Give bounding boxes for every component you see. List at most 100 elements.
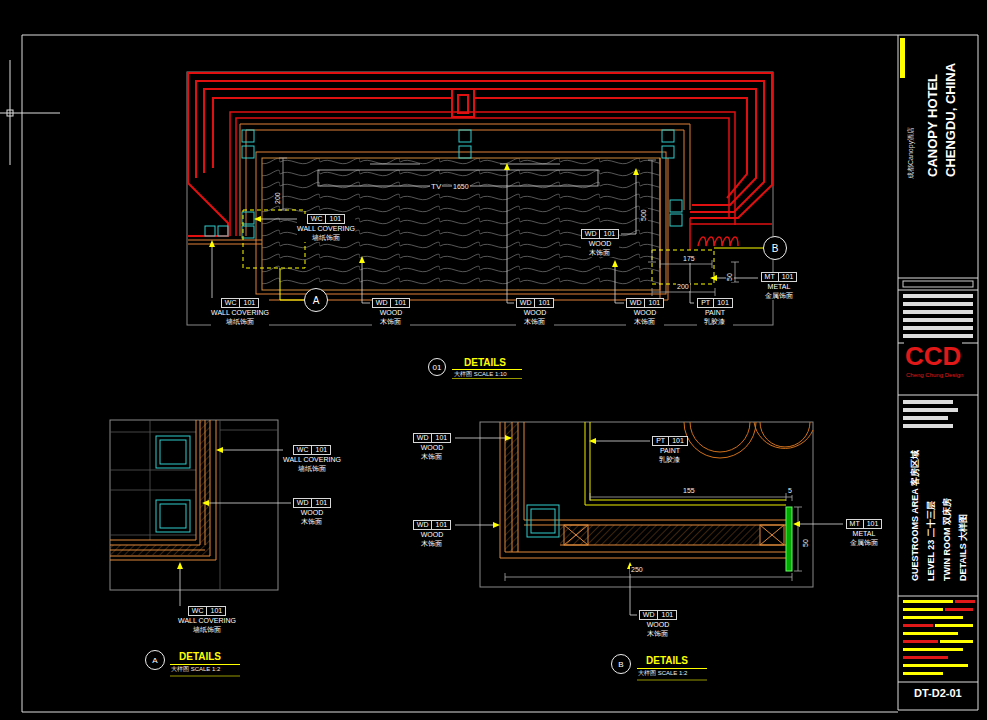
view-title: DETAILS [645, 655, 689, 667]
material-number: 101 [778, 273, 797, 281]
material-code: WD [373, 299, 391, 307]
material-description: PAINT [660, 447, 680, 455]
material-tag: PT101PAINT乳胶漆 [697, 298, 733, 326]
drawing-text: TV [430, 182, 442, 191]
material-description: WOOD [421, 531, 444, 539]
material-description: 木饰面 [589, 249, 610, 257]
marker-letter: B [772, 243, 779, 254]
marker-letter: 01 [433, 363, 442, 372]
material-number: 101 [668, 437, 687, 445]
tag-box: PT101 [652, 436, 688, 446]
material-description: WOOD [421, 444, 444, 452]
section-marker: 01 [428, 358, 446, 376]
project-name-cn: 成都Canopy酒店 [907, 126, 915, 180]
material-tag: WC101WALL COVERING墙纸饰面 [297, 214, 355, 242]
dimension: 1650 [452, 183, 470, 191]
material-description: METAL [768, 283, 791, 291]
tag-box: WC101 [293, 445, 331, 455]
material-code: WD [640, 611, 658, 619]
section-marker: B [611, 654, 631, 674]
material-description: WALL COVERING [211, 309, 269, 317]
material-code: WC [222, 299, 240, 307]
material-tag: WD101WOOD木饰面 [581, 229, 619, 257]
project-location: CHENGDU, CHINA [944, 62, 959, 178]
material-description: 墙纸饰面 [193, 626, 221, 634]
material-number: 101 [863, 520, 882, 528]
material-description: 木饰面 [380, 318, 401, 326]
scale-note: 大样图 SCALE 1:2 [170, 666, 221, 673]
material-code: MT [762, 273, 778, 281]
marker-letter: A [313, 295, 320, 306]
material-code: WD [582, 230, 600, 238]
company-name: Cheng Chung Design [905, 372, 964, 379]
material-description: WOOD [301, 509, 324, 517]
tag-box: WD101 [639, 610, 677, 620]
material-description: 墙纸饰面 [226, 318, 254, 326]
material-code: WC [294, 446, 312, 454]
material-code: WD [414, 434, 432, 442]
material-number: 101 [534, 299, 553, 307]
tag-box: WC101 [188, 606, 226, 616]
tag-box: WD101 [293, 498, 331, 508]
marker-letter: B [618, 660, 623, 669]
material-code: WD [414, 521, 432, 529]
material-number: 101 [713, 299, 732, 307]
material-tag: WD101WOOD木饰面 [372, 298, 410, 326]
tag-box: WD101 [516, 298, 554, 308]
material-code: WC [189, 607, 207, 615]
material-description: 木饰面 [421, 453, 442, 461]
material-number: 101 [239, 299, 258, 307]
material-number: 101 [431, 434, 450, 442]
project-name: CANOPY HOTEL [926, 73, 941, 178]
dimension: 155 [682, 487, 696, 495]
dimension: 200 [676, 283, 690, 291]
material-number: 101 [390, 299, 409, 307]
tag-box: WD101 [413, 433, 451, 443]
material-description: 木饰面 [301, 518, 322, 526]
material-number: 101 [206, 607, 225, 615]
material-description: METAL [853, 530, 876, 538]
material-description: WOOD [589, 240, 612, 248]
drawing-type: DETAILS 大样图 [958, 513, 968, 582]
material-description: WOOD [524, 309, 547, 317]
drawing-level: LEVEL 23 二十三层 [926, 500, 936, 582]
material-number: 101 [644, 299, 663, 307]
tag-box: PT101 [697, 298, 733, 308]
material-description: 乳胶漆 [704, 318, 725, 326]
material-number: 101 [599, 230, 618, 238]
dimension: 200 [274, 191, 282, 205]
material-number: 101 [431, 521, 450, 529]
material-tag: PT101PAINT乳胶漆 [652, 436, 688, 464]
material-number: 101 [657, 611, 676, 619]
company-logo: CCD [904, 342, 962, 372]
dimension: 50 [802, 538, 810, 548]
scale-note: 大样图 SCALE 1:10 [453, 371, 508, 378]
material-tag: WD101WOOD木饰面 [516, 298, 554, 326]
section-marker: A [304, 288, 328, 312]
material-tag: WD101WOOD木饰面 [413, 433, 451, 461]
material-tag: MT101METAL金属饰面 [761, 272, 798, 300]
material-tag: WC101WALL COVERING墙纸饰面 [211, 298, 269, 326]
material-code: PT [653, 437, 668, 445]
drawing-room: TWIN ROOM 双床房 [942, 497, 952, 582]
material-description: WALL COVERING [283, 456, 341, 464]
tag-box: WD101 [581, 229, 619, 239]
material-description: 乳胶漆 [659, 456, 680, 464]
drawing-area: GUESTROOMS AREA 客房区域 [910, 449, 920, 582]
material-description: 金属饰面 [850, 539, 878, 547]
material-tag: WD101WOOD木饰面 [626, 298, 664, 326]
material-description: 木饰面 [634, 318, 655, 326]
material-description: WALL COVERING [178, 617, 236, 625]
material-tag: WD101WOOD木饰面 [639, 610, 677, 638]
tag-box: WD101 [413, 520, 451, 530]
material-tag: WD101WOOD木饰面 [293, 498, 331, 526]
material-code: PT [698, 299, 713, 307]
material-number: 101 [325, 215, 344, 223]
material-description: WOOD [380, 309, 403, 317]
section-marker: A [145, 650, 165, 670]
view-title: DETAILS [178, 651, 222, 663]
material-description: 墙纸饰面 [298, 465, 326, 473]
tag-box: WD101 [626, 298, 664, 308]
material-description: 木饰面 [647, 630, 668, 638]
